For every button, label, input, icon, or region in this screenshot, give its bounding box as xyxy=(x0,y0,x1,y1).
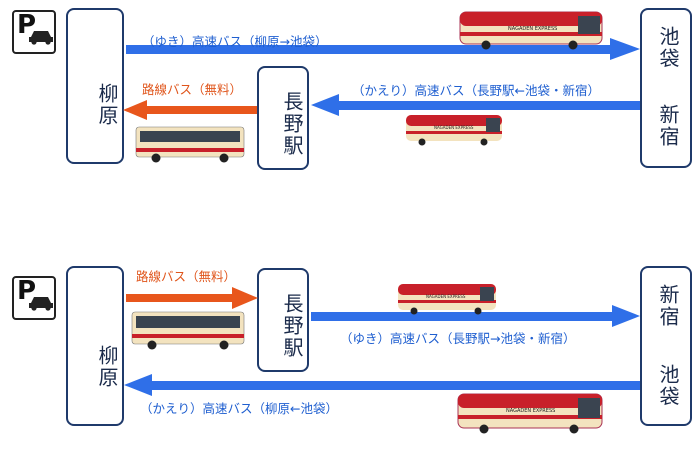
arrow-going xyxy=(311,305,640,327)
express-bus-icon: NAGADEN EXPRESS xyxy=(457,393,603,434)
arrow-return xyxy=(124,374,640,396)
route-going-label: （ゆき）高速バス（柳原→池袋） xyxy=(142,34,328,49)
parking-sign: P xyxy=(12,10,56,54)
local-bus-icon xyxy=(131,311,245,350)
route-local-label: 路線バス（無料） xyxy=(136,269,237,284)
arrow-going xyxy=(126,38,640,60)
station-yanagihara: 柳原 xyxy=(66,266,124,426)
route-going-label: （ゆき）高速バス（長野駅→池袋・新宿） xyxy=(340,331,576,346)
route-return-label: （かえり）高速バス（長野駅←池袋・新宿） xyxy=(352,83,600,98)
parking-letter: P xyxy=(17,10,37,40)
express-bus-text: NAGADEN EXPRESS xyxy=(506,408,555,414)
express-bus-text: NAGADEN EXPRESS xyxy=(434,125,474,130)
express-bus-text: NAGADEN EXPRESS xyxy=(508,26,557,32)
express-bus-icon: NAGADEN EXPRESS xyxy=(406,115,502,146)
arrow-local xyxy=(126,287,258,309)
express-bus-icon: NAGADEN EXPRESS xyxy=(459,11,603,50)
parking-sign: P xyxy=(12,276,56,320)
local-bus-icon xyxy=(135,126,245,163)
car-icon xyxy=(29,31,53,45)
route-return-label: （かえり）高速バス（柳原←池袋） xyxy=(140,401,338,416)
route-local-label: 路線バス（無料） xyxy=(142,82,243,97)
parking-letter: P xyxy=(17,276,37,306)
destination-box: 新宿 池袋 xyxy=(640,266,692,426)
station-nagano: 長野駅 xyxy=(257,268,309,372)
station-nagano: 長野駅 xyxy=(257,66,309,170)
express-bus-icon: NAGADEN EXPRESS xyxy=(398,284,496,315)
stop-ikebukuro: 池袋 xyxy=(656,364,680,408)
stop-shinjuku: 新宿 xyxy=(656,284,680,328)
arrow-return xyxy=(311,94,640,116)
stop-ikebukuro: 池袋 xyxy=(656,26,680,70)
arrow-local xyxy=(123,100,257,120)
car-icon xyxy=(29,297,53,311)
station-yanagihara: 柳原 xyxy=(66,8,124,164)
stop-shinjuku: 新宿 xyxy=(656,104,680,148)
destination-box: 池袋 新宿 xyxy=(640,8,692,168)
express-bus-text: NAGADEN EXPRESS xyxy=(426,294,466,299)
